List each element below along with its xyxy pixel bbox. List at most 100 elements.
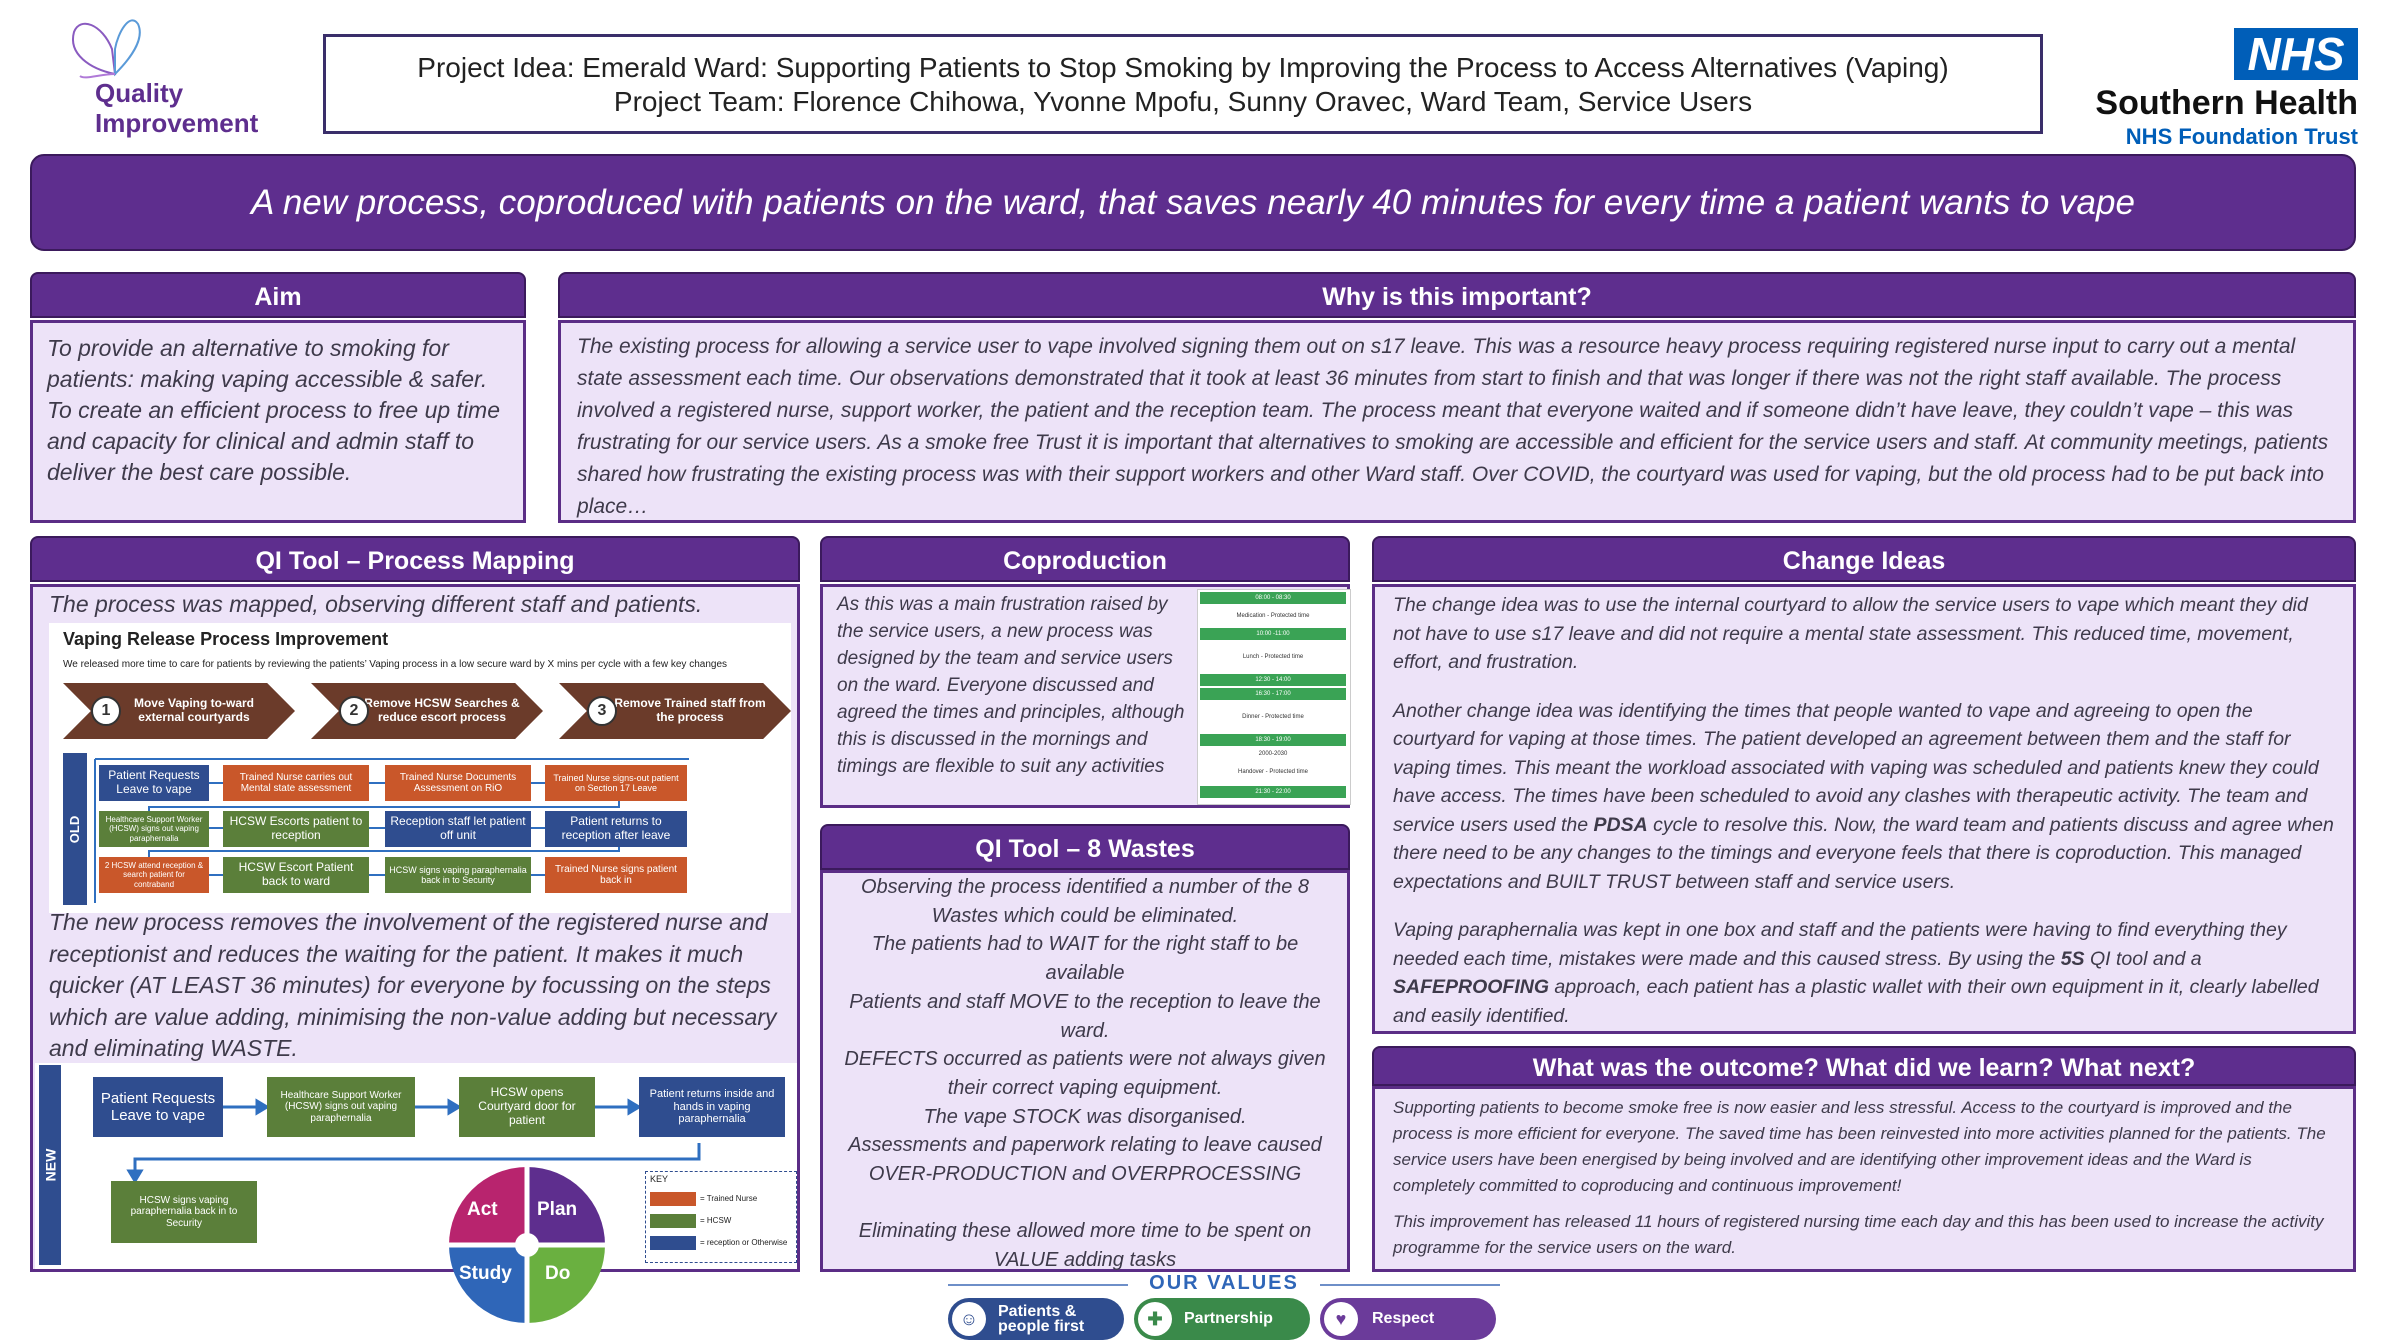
new-process-diagram: NEW Patient Requests Leave to vape Healt… <box>35 1063 797 1327</box>
coproduction-panel: As this was a main frustration raised by… <box>820 584 1351 808</box>
nhs-badge: NHS <box>2234 28 2358 80</box>
value-patients: ☺ Patients &people first <box>948 1298 1124 1340</box>
diagram-subtitle: We released more time to care for patien… <box>63 659 728 670</box>
key-title: KEY <box>650 1174 669 1184</box>
schedule-row-9: 2000-2030 <box>1258 751 1288 757</box>
process-mapping-intro: The process was mapped, observing differ… <box>49 591 703 617</box>
old-box-5: Healthcare Support Worker (HCSW) signs o… <box>99 811 209 847</box>
step-label-3: Remove Trained staff from the process <box>614 696 766 724</box>
key-swatch-3 <box>650 1236 696 1250</box>
key-label-3: = reception or Otherwise <box>700 1238 788 1247</box>
values-bar: OUR VALUES ☺ Patients &people first ✚ Pa… <box>948 1272 1500 1340</box>
step-number-2: 2 <box>339 696 369 726</box>
outcome-p1: Supporting patients to become smoke free… <box>1393 1098 2326 1195</box>
process-mapping-header: QI Tool – Process Mapping <box>30 536 800 582</box>
aim-panel: To provide an alternative to smoking for… <box>30 320 526 523</box>
old-box-4: Trained Nurse signs-out patient on Secti… <box>545 765 687 801</box>
change-p2-a: Another change idea was identifying the … <box>1393 699 2319 836</box>
step-chevron-3: Remove Trained staff from the process <box>559 683 791 739</box>
step-number-3: 3 <box>587 696 617 726</box>
coproduction-title: Coproduction <box>1003 547 1167 575</box>
value-partnership: ✚ Partnership <box>1134 1298 1310 1340</box>
old-flow-arrows <box>94 758 689 903</box>
new-box-4: Patient returns inside and hands in vapi… <box>639 1077 785 1137</box>
outcome-panel: Supporting patients to become smoke free… <box>1372 1086 2356 1272</box>
old-box-6: HCSW Escorts patient to reception <box>223 811 369 847</box>
values-line-right <box>1320 1284 1500 1286</box>
step-label-1: Move Vaping to-ward external courtyards <box>133 696 254 724</box>
pdsa-do: Do <box>545 1263 571 1284</box>
schedule-row-1: 08:00 - 08:30 <box>1200 592 1346 604</box>
value-patients-line2: people first <box>998 1318 1085 1335</box>
aim-header: Aim <box>30 272 526 318</box>
vape-schedule: 08:00 - 08:30 Medication - Protected tim… <box>1197 589 1351 805</box>
why-panel: The existing process for allowing a serv… <box>558 320 2356 523</box>
change-p2-pdsa: PDSA <box>1593 813 1648 836</box>
nhs-logo: NHS Southern Health NHS Foundation Trust <box>2080 24 2370 154</box>
why-text: The existing process for allowing a serv… <box>577 335 2329 518</box>
old-label: OLD <box>63 753 87 905</box>
change-panel: The change idea was to use the internal … <box>1372 584 2356 1034</box>
pdsa-act: Act <box>467 1199 498 1220</box>
process-mapping-panel: The process was mapped, observing differ… <box>30 584 800 1327</box>
coproduction-header: Coproduction <box>820 536 1350 582</box>
qi-logo-line1: Quality <box>95 78 184 108</box>
schedule-row-11: 21:30 - 22:00 <box>1200 786 1346 798</box>
schedule-row-8: 18:30 - 19:00 <box>1200 734 1346 746</box>
schedule-row-5: 12:30 - 14:00 <box>1200 674 1346 686</box>
old-box-11: HCSW signs vaping paraphernalia back in … <box>385 857 531 893</box>
change-title: Change Ideas <box>1782 547 1946 575</box>
key-label-2: = HCSW <box>700 1216 732 1225</box>
new-box-5: HCSW signs vaping paraphernalia back in … <box>111 1181 257 1243</box>
project-team: Project Team: Florence Chihowa, Yvonne M… <box>613 86 1753 117</box>
title-box: Project Idea: Emerald Ward: Supporting P… <box>323 34 2043 134</box>
qi-logo-line2: Improvement <box>95 108 259 138</box>
diagram-title: Vaping Release Process Improvement <box>63 629 389 649</box>
new-box-3: HCSW opens Courtyard door for patient <box>459 1077 595 1137</box>
old-box-3: Trained Nurse Documents Assessment on Ri… <box>385 765 531 801</box>
key-swatch-2 <box>650 1214 696 1228</box>
step-number-1: 1 <box>91 696 121 726</box>
step-label-2: Remove HCSW Searches & reduce escort pro… <box>364 696 520 724</box>
change-p2: Another change idea was identifying the … <box>1393 697 2335 897</box>
values-title: OUR VALUES <box>1149 1272 1299 1294</box>
pdsa-wheel: Act Plan Study Do <box>445 1163 609 1327</box>
pdsa-cycle-icon <box>445 1163 609 1327</box>
values-line-left <box>948 1284 1128 1286</box>
outcome-title: What was the outcome? What did we learn?… <box>1532 1054 2196 1082</box>
value-partnership-label: Partnership <box>1184 1310 1273 1327</box>
key-swatch-1 <box>650 1192 696 1206</box>
coproduction-text: As this was a main frustration raised by… <box>837 594 1185 777</box>
process-mapping-summary: The new process removes the involvement … <box>49 909 777 1061</box>
key-label-1: = Trained Nurse <box>700 1194 758 1203</box>
why-header: Why is this important? <box>558 272 2356 318</box>
change-p2-c: cycle to resolve this. Now, the ward tea… <box>1393 813 2334 893</box>
change-header: Change Ideas <box>1372 536 2356 582</box>
aim-title: Aim <box>254 283 302 311</box>
schedule-row-3: 10:00 -11:00 <box>1200 628 1346 640</box>
value-respect-label: Respect <box>1372 1310 1435 1327</box>
outcome-header: What was the outcome? What did we learn?… <box>1372 1046 2356 1086</box>
process-mapping-title: QI Tool – Process Mapping <box>255 547 575 575</box>
nhs-org: Southern Health <box>2095 84 2358 122</box>
outcome-p2: This improvement has released 11 hours o… <box>1393 1212 2324 1257</box>
old-box-12: Trained Nurse signs patient back in <box>545 857 687 893</box>
change-p3-5s: 5S <box>2060 947 2085 970</box>
respect-icon: ♥ <box>1324 1302 1358 1336</box>
qi-logo: Quality Improvement <box>50 14 290 138</box>
old-box-7: Reception staff let patient off unit <box>385 811 531 847</box>
schedule-row-6: 16:30 - 17:00 <box>1200 688 1346 700</box>
new-box-1: Patient Requests Leave to vape <box>93 1077 223 1137</box>
new-flow-arrows <box>126 1098 701 1184</box>
change-p3-safeproofing: SAFEPROOFING <box>1393 976 1550 998</box>
pdsa-plan: Plan <box>537 1199 578 1220</box>
schedule-row-10: Handover - Protected time <box>1237 769 1309 775</box>
old-box-2: Trained Nurse carries out Mental state a… <box>223 765 369 801</box>
change-p3-a: Vaping paraphernalia was kept in one box… <box>1393 919 2287 970</box>
value-patients-line1: Patients & <box>998 1303 1077 1320</box>
schedule-row-7: Dinner - Protected time <box>1242 714 1304 720</box>
new-box-2: Healthcare Support Worker (HCSW) signs o… <box>267 1077 415 1137</box>
old-box-9: 2 HCSW attend reception & search patient… <box>99 857 209 893</box>
aim-text: To provide an alternative to smoking for… <box>47 335 501 485</box>
why-title: Why is this important? <box>1322 283 1592 311</box>
